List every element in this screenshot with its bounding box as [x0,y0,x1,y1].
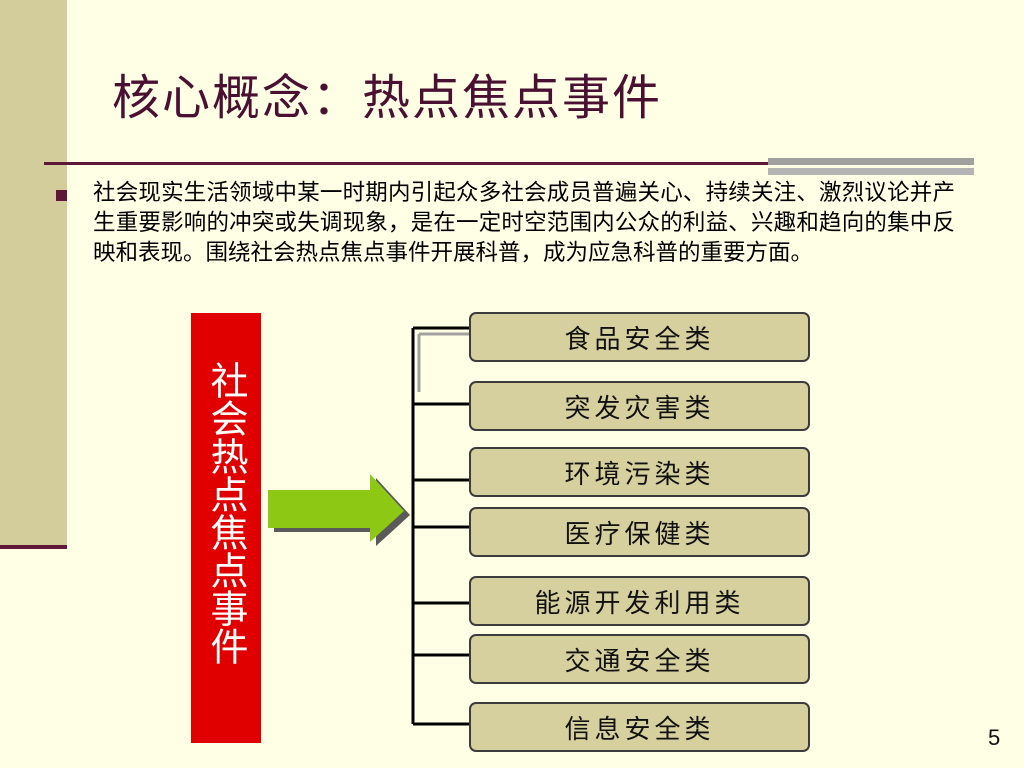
slide-title: 核心概念：热点焦点事件 [112,70,663,126]
category-label: 食品安全类 [564,324,715,355]
right-arrow-icon [268,474,412,552]
left-decorative-line [0,545,67,549]
decorative-bar-top [768,158,974,165]
root-node-box: 社会热点焦点事件 [191,313,261,743]
category-label: 能源开发利用类 [534,588,745,619]
category-label: 突发灾害类 [564,393,715,424]
decorative-bar-bottom [768,168,974,175]
title-divider [44,162,974,165]
category-box-information-security: 信息安全类 [469,702,810,752]
category-label: 医疗保健类 [564,519,715,550]
category-box-energy-development: 能源开发利用类 [469,576,810,626]
category-label: 交通安全类 [564,646,715,677]
category-box-traffic-safety: 交通安全类 [469,634,810,684]
definition-paragraph: 社会现实生活领域中某一时期内引起众多社会成员普遍关心、持续关注、激烈议论并产生重… [93,180,955,266]
left-decorative-stripe [0,0,67,548]
category-box-environmental-pollution: 环境污染类 [469,447,810,497]
category-box-healthcare: 医疗保健类 [469,507,810,557]
category-box-sudden-disaster: 突发灾害类 [469,381,810,431]
root-node-label: 社会热点焦点事件 [204,361,248,665]
page-number: 5 [988,725,1001,750]
category-label: 环境污染类 [564,459,715,490]
category-label: 信息安全类 [564,714,715,745]
category-box-food-safety: 食品安全类 [469,312,810,362]
square-bullet-icon [56,190,67,201]
